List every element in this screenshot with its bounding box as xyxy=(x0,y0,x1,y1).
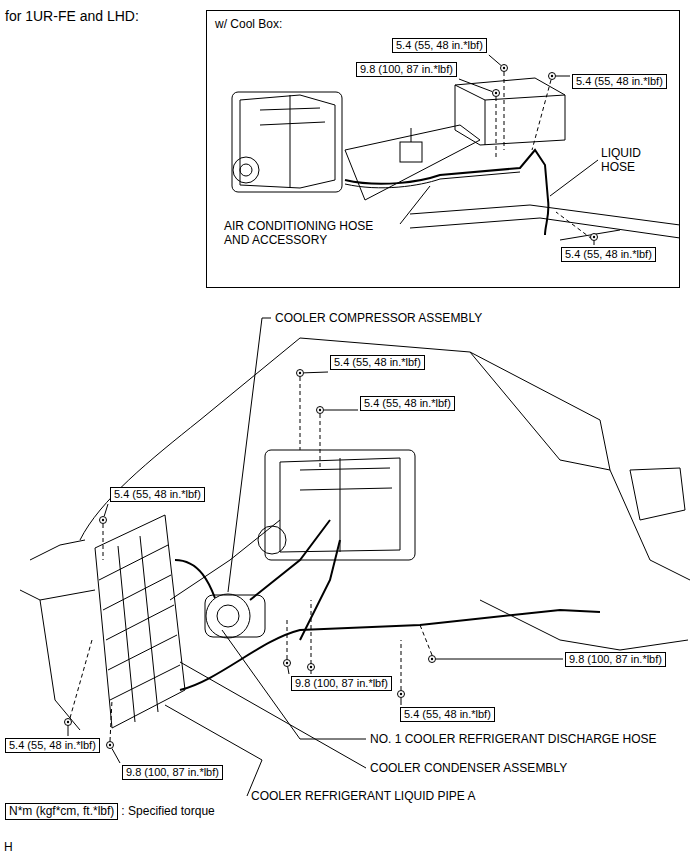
bolt-symbol xyxy=(591,234,598,241)
bolt-symbol xyxy=(297,370,304,377)
leader-line xyxy=(401,698,402,705)
torque-spec-box: 5.4 (55, 48 in.*lbf) xyxy=(110,487,205,502)
torque-value: 5.4 (55, 48 in.*lbf) xyxy=(396,39,483,52)
condenser xyxy=(95,515,185,728)
figure-title: for 1UR-FE and LHD: xyxy=(5,8,139,24)
bolt-symbol xyxy=(67,721,69,723)
leader-line xyxy=(112,748,120,763)
legend-text: : Specified torque xyxy=(121,804,214,818)
torque-value: 5.4 (55, 48 in.*lbf) xyxy=(114,488,201,501)
bolt-symbol xyxy=(400,693,402,695)
legend-box: N*m (kgf*cm, ft.*lbf) xyxy=(5,803,118,820)
torque-spec-box: 5.4 (55, 48 in.*lbf) xyxy=(572,74,667,89)
bolt-symbol xyxy=(493,90,500,97)
bolt-symbol xyxy=(286,662,288,664)
refrigerant-pipes xyxy=(170,520,600,690)
bolt-symbol xyxy=(398,691,405,698)
torque-value: 5.4 (55, 48 in.*lbf) xyxy=(334,356,421,369)
leader-line xyxy=(400,186,430,224)
hvac-unit xyxy=(258,450,415,560)
torque-spec-box: 5.4 (55, 48 in.*lbf) xyxy=(561,247,656,262)
leader-line xyxy=(228,318,271,592)
torque-spec-box: 9.8 (100, 87 in.*lbf) xyxy=(122,765,223,780)
torque-spec-box: 5.4 (55, 48 in.*lbf) xyxy=(392,38,487,53)
bolt-symbol xyxy=(503,67,505,69)
bolt-symbol xyxy=(100,517,107,524)
leader-line xyxy=(324,410,358,411)
leader-line xyxy=(165,705,262,796)
leader-line xyxy=(68,726,69,736)
bolt-symbol xyxy=(551,75,553,77)
bolt-symbol xyxy=(319,409,321,411)
part-name: COOLER COMPRESSOR ASSEMBLY xyxy=(275,311,482,325)
bolt-symbol xyxy=(593,236,595,238)
leader-line xyxy=(594,241,595,245)
panel-heading: w/ Cool Box: xyxy=(215,17,282,31)
bolt-symbol xyxy=(310,666,312,668)
leader-line xyxy=(304,372,328,374)
bolt-symbol xyxy=(549,73,556,80)
leader-line xyxy=(550,160,598,196)
torque-spec-box: 9.8 (100, 87 in.*lbf) xyxy=(565,652,666,667)
bolt-symbol xyxy=(65,719,72,726)
torque-value: 5.4 (55, 48 in.*lbf) xyxy=(404,708,491,721)
torque-value: 5.4 (55, 48 in.*lbf) xyxy=(576,75,663,88)
leader-line xyxy=(288,667,289,674)
torque-value: 9.8 (100, 87 in.*lbf) xyxy=(569,653,662,666)
torque-value: N*m (kgf*cm, ft.*lbf) xyxy=(9,804,114,819)
part-name: LIQUID HOSE xyxy=(601,146,656,174)
bolt-symbol xyxy=(107,742,114,749)
compressor xyxy=(205,594,265,638)
part-name: AIR CONDITIONING HOSE AND ACCESSORY xyxy=(224,219,399,247)
torque-spec-box: 5.4 (55, 48 in.*lbf) xyxy=(400,707,495,722)
part-name: COOLER REFRIGERANT LIQUID PIPE A xyxy=(251,789,476,803)
torque-value: 5.4 (55, 48 in.*lbf) xyxy=(565,248,652,261)
part-name: COOLER CONDENSER ASSEMBLY xyxy=(370,761,567,775)
bolt-axis-lines xyxy=(70,377,432,741)
bolt-symbol xyxy=(501,65,508,72)
leader-line xyxy=(489,55,501,65)
torque-spec-box: 5.4 (55, 48 in.*lbf) xyxy=(5,738,100,753)
torque-value: 5.4 (55, 48 in.*lbf) xyxy=(364,397,451,410)
bolt-symbol xyxy=(284,660,291,667)
torque-spec-box: 9.8 (100, 87 in.*lbf) xyxy=(291,676,392,691)
torque-spec-box: 9.8 (100, 87 in.*lbf) xyxy=(356,62,457,77)
console-cool-box xyxy=(345,78,565,200)
leader-line xyxy=(436,659,563,660)
leader-line xyxy=(556,76,570,77)
bolt-symbol xyxy=(109,744,111,746)
leader-line xyxy=(311,671,312,674)
leader-line xyxy=(104,504,108,516)
bolt-symbol xyxy=(495,92,497,94)
leader-line xyxy=(459,79,492,92)
bolt-symbol xyxy=(299,372,301,374)
torque-value: 9.8 (100, 87 in.*lbf) xyxy=(295,677,388,690)
bolt-symbol xyxy=(431,658,433,660)
bolt-symbol xyxy=(102,519,104,521)
hvac-unit-inset xyxy=(232,92,342,192)
part-name: NO. 1 COOLER REFRIGERANT DISCHARGE HOSE xyxy=(370,732,657,746)
torque-value: 5.4 (55, 48 in.*lbf) xyxy=(9,739,96,752)
bolt-symbol xyxy=(429,656,436,663)
bolt-axis-lines xyxy=(496,72,592,239)
bolt-symbol xyxy=(317,407,324,414)
vehicle-body xyxy=(20,338,690,730)
torque-spec-box: 5.4 (55, 48 in.*lbf) xyxy=(330,355,425,370)
torque-spec-box: 5.4 (55, 48 in.*lbf) xyxy=(360,396,455,411)
torque-value: 9.8 (100, 87 in.*lbf) xyxy=(360,63,453,76)
figure-code: H xyxy=(4,840,13,854)
bolt-symbol xyxy=(308,664,315,671)
torque-value: 9.8 (100, 87 in.*lbf) xyxy=(126,766,219,779)
